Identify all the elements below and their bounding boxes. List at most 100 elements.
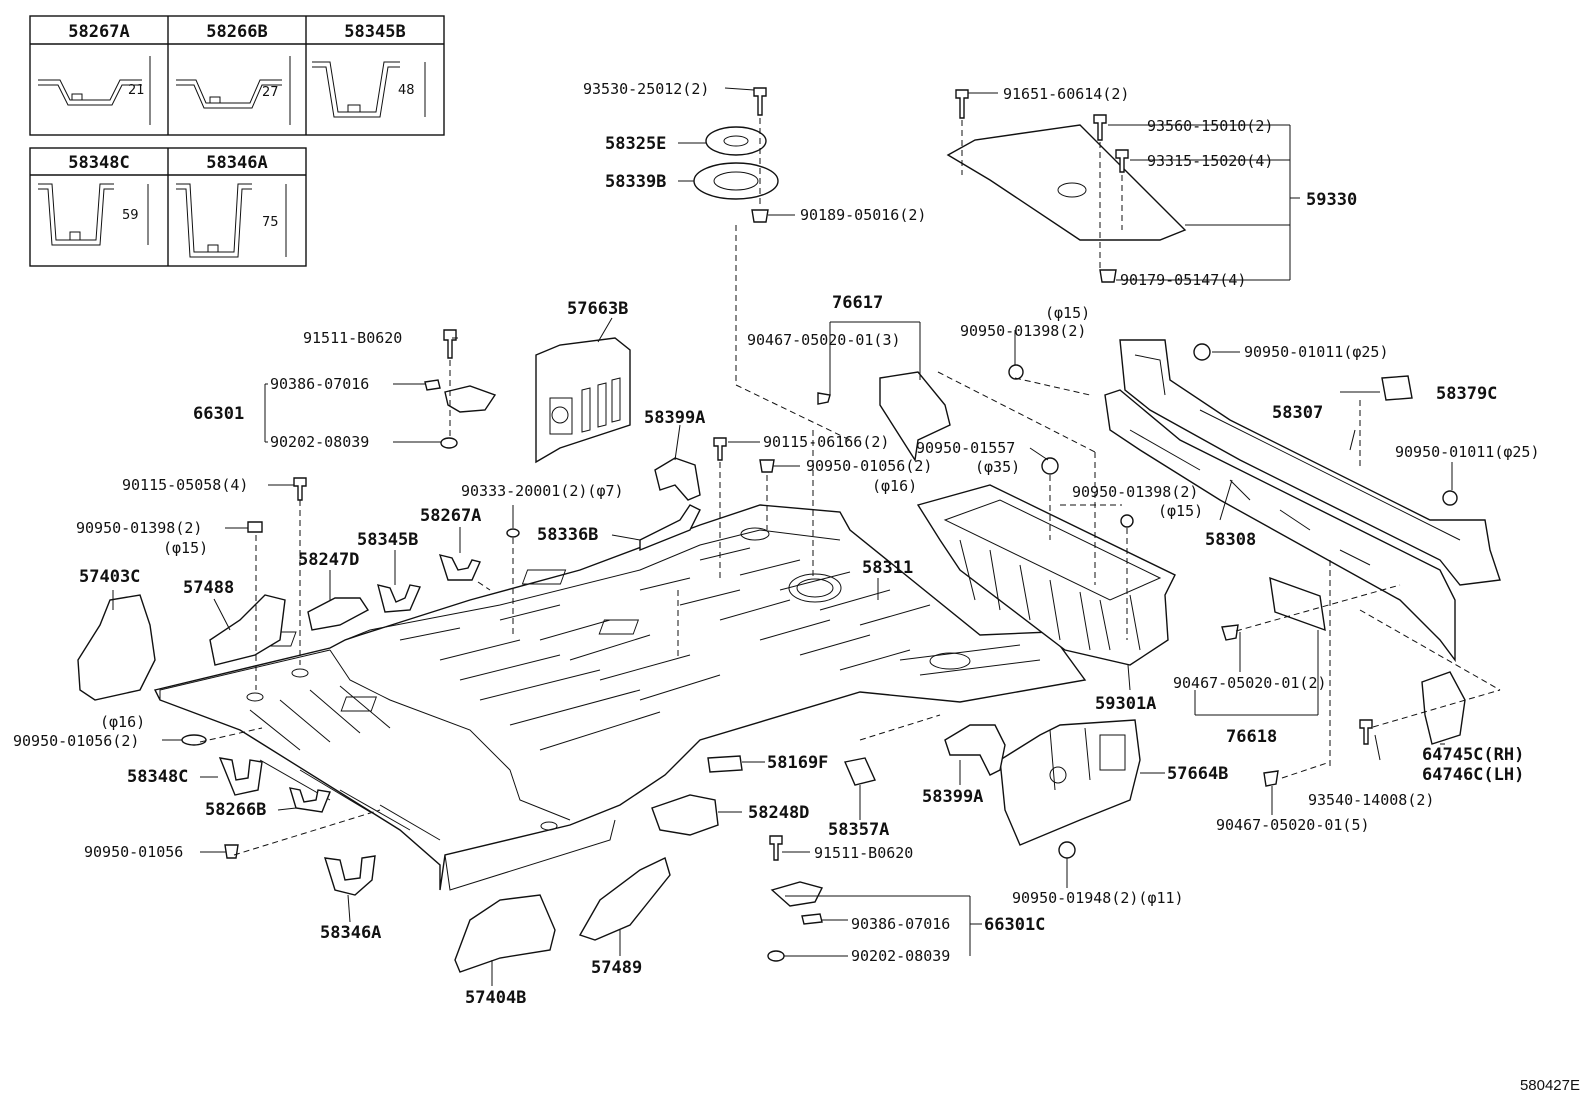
label-phi16-a: (φ16) — [872, 477, 917, 495]
cover-58379C — [1381, 375, 1413, 401]
bracket-57664B — [999, 719, 1141, 846]
dimension-value: 21 — [128, 83, 145, 98]
label-64746C: 64746C(LH) — [1422, 765, 1524, 785]
tray-59330 — [946, 89, 1187, 283]
bracket-57489 — [578, 857, 671, 941]
bracket-58348C — [218, 757, 263, 796]
section-inset-bottom: 58348C 58346A 59 75 — [29, 147, 307, 267]
plug-icon — [1193, 343, 1211, 361]
label-58379C: 58379C — [1436, 384, 1497, 404]
bracket-57488 — [209, 594, 286, 666]
label-90467-a: 90467-05020-01(3) — [747, 331, 901, 349]
rail-58336B — [639, 504, 701, 552]
bracket-58267A — [438, 554, 481, 581]
label-58399A-lower: 58399A — [922, 787, 983, 807]
label-58325E: 58325E — [605, 134, 666, 154]
plug-icon — [759, 459, 775, 473]
label-90386-b: 90386-07016 — [851, 915, 950, 933]
bolt-icon — [769, 835, 783, 861]
section-label: 58345B — [344, 22, 405, 42]
plug-icon — [181, 734, 207, 746]
label-phi35: (φ35) — [975, 458, 1020, 476]
label-58339B: 58339B — [605, 172, 666, 192]
label-57403C: 57403C — [79, 567, 140, 587]
bracket-58266B — [288, 787, 331, 813]
label-76617: 76617 — [832, 293, 883, 313]
bolt-icon — [443, 329, 457, 359]
plate-76617 — [879, 371, 951, 462]
section-label: 58266B — [206, 22, 267, 42]
label-90115-06166: 90115-06166(2) — [763, 433, 889, 451]
label-90179: 90179-05147(4) — [1120, 271, 1246, 289]
label-58345B: 58345B — [357, 530, 418, 550]
bracket-58345B — [377, 584, 421, 613]
nut-icon — [751, 209, 769, 223]
dimension-value: 75 — [262, 215, 279, 230]
label-90950-01398-c: 90950-01398(2) — [1072, 483, 1198, 501]
clip-icon — [817, 392, 831, 405]
label-58267A: 58267A — [420, 506, 481, 526]
pin-icon — [801, 913, 823, 925]
label-66301: 66301 — [193, 404, 244, 424]
bolt-icon — [753, 87, 767, 116]
rear-crossmember — [1104, 339, 1501, 663]
label-58399A-upper: 58399A — [644, 408, 705, 428]
plug-icon — [1041, 457, 1059, 475]
dashed-alignment-lines — [199, 360, 1501, 856]
label-90950-01056-c: 90950-01056 — [84, 843, 183, 861]
label-58346A: 58346A — [320, 923, 381, 943]
plate-76618 — [1269, 576, 1326, 632]
grommet-icon — [247, 521, 263, 533]
plug-icon — [1008, 364, 1024, 380]
nut-icon — [1099, 269, 1117, 283]
label-phi15-c: (φ15) — [1158, 502, 1203, 520]
label-90467-c: 90467-05020-01(5) — [1216, 816, 1370, 834]
label-93315: 93315-15020(4) — [1147, 152, 1273, 170]
bolt-icon — [293, 477, 307, 501]
label-58357A: 58357A — [828, 820, 889, 840]
label-90950-01056-b: 90950-01056(2) — [13, 732, 139, 750]
label-66301C: 66301C — [984, 915, 1045, 935]
bolt-icon — [713, 437, 727, 461]
fastener-icons — [181, 329, 1458, 962]
label-58266B: 58266B — [205, 800, 266, 820]
label-93530: 93530-25012(2) — [583, 80, 709, 98]
label-59330: 59330 — [1306, 190, 1357, 210]
label-90333: 90333-20001(2)(φ7) — [461, 482, 624, 500]
bracket-58248D — [651, 794, 719, 836]
label-58247D: 58247D — [298, 550, 359, 570]
bolt-icon — [1093, 114, 1107, 141]
label-phi16-b: (φ16) — [100, 713, 145, 731]
pin-icon — [424, 379, 441, 391]
section-label: 58346A — [206, 153, 267, 173]
label-93540: 93540-14008(2) — [1308, 791, 1434, 809]
spare-well-59301A — [916, 484, 1176, 666]
plug-icon — [1058, 841, 1076, 859]
section-inset-top: 58267A 58266B 58345B 21 27 48 — [29, 15, 445, 136]
part-labels: 93530-25012(2) 58325E 58339B 90189-05016… — [13, 80, 1540, 1008]
floor-pan-58311 — [153, 504, 1087, 891]
plug-icon — [1442, 490, 1458, 506]
label-90202-b: 90202-08039 — [851, 947, 950, 965]
bracket-57404B — [454, 894, 556, 973]
bracket-58357A — [844, 757, 876, 786]
label-90950-01948: 90950-01948(2)(φ11) — [1012, 889, 1184, 907]
clip-icon — [1221, 624, 1239, 641]
label-91651: 91651-60614(2) — [1003, 85, 1129, 103]
hook-66301C — [770, 881, 824, 907]
section-profile — [176, 79, 282, 109]
label-64745C: 64745C(RH) — [1422, 745, 1524, 765]
bracket-57403C — [77, 594, 156, 701]
washer-icon — [440, 437, 458, 449]
washer-icon — [767, 950, 785, 962]
label-57663B: 57663B — [567, 299, 628, 319]
floor-ribs — [249, 547, 1041, 841]
plug-icon — [506, 528, 520, 538]
label-58308: 58308 — [1205, 530, 1256, 550]
label-90467-b: 90467-05020-01(2) — [1173, 674, 1327, 692]
dimension-value: 48 — [398, 83, 415, 98]
figure-id: 580427E — [1520, 1077, 1580, 1094]
bolt-icon — [1359, 719, 1373, 745]
bracket-64745C — [1421, 671, 1466, 745]
